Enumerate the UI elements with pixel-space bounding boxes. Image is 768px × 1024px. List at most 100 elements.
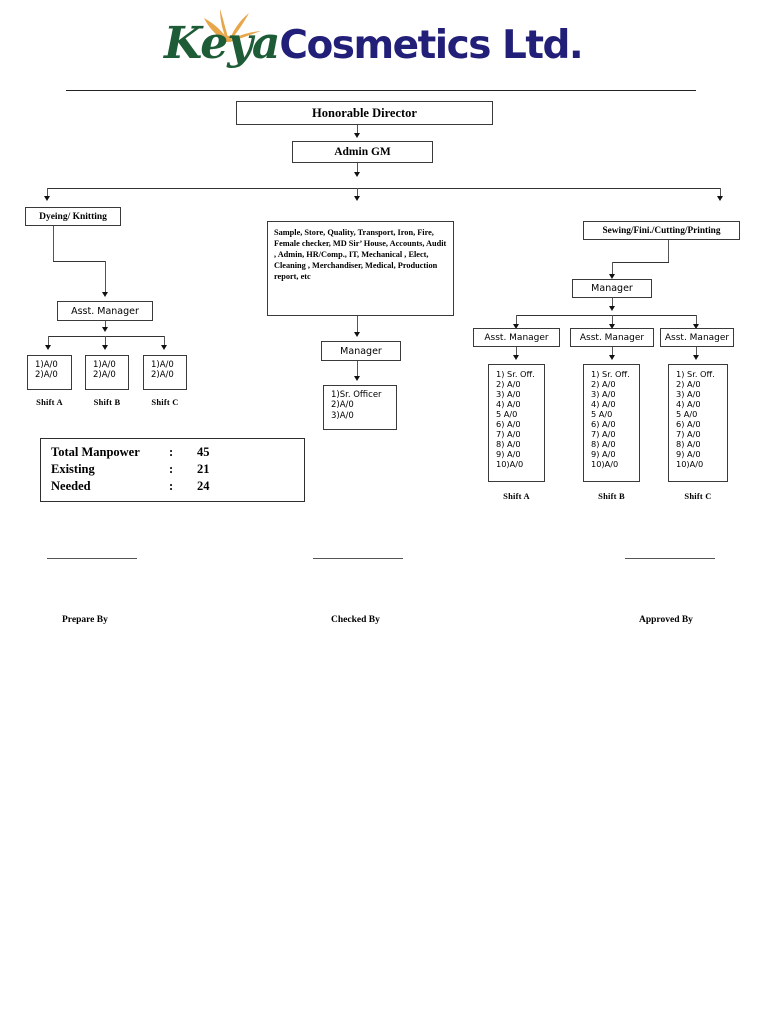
summary-colon: : [169, 462, 174, 476]
shift-row: 9) A/0 [676, 449, 701, 459]
node-left-asst-manager: Asst. Manager [57, 301, 153, 321]
arrow-left-shiftA [45, 345, 51, 350]
node-left-shift-a: 1)A/0 2)A/0 [27, 355, 72, 390]
shift-row: 10)A/0 [496, 459, 524, 469]
shift-row: 4) A/0 [496, 399, 521, 409]
shift-row: 1)A/0 [151, 360, 174, 370]
header-divider [66, 90, 696, 91]
summary-colon: : [169, 479, 174, 493]
table-row: Existing : 21 [51, 462, 210, 479]
connector-right-asst2-drop [612, 315, 613, 325]
connector-bus-right-drop [720, 188, 721, 197]
shift-row: 2)A/0 [35, 370, 58, 381]
label-right-shift-c: Shift C [684, 491, 712, 501]
manpower-summary-table: Total Manpower : 45 Existing : 21 Needed… [51, 445, 210, 496]
connector-left-shiftA-drop [48, 336, 49, 346]
logo-cosmetics-text: Cosmetics Ltd. [279, 23, 583, 68]
node-center-manager: Manager [321, 341, 401, 361]
summary-value-total-manpower: 45 [197, 445, 210, 459]
connector-dyeing-down [53, 226, 54, 261]
connector-center-manager-down [357, 361, 358, 378]
shift-row: 5 A/0 [676, 409, 698, 419]
connector-departments-to-manager [357, 316, 358, 334]
shift-row: 7) A/0 [496, 429, 521, 439]
arrow-gm-down [354, 172, 360, 177]
node-admin-gm: Admin GM [292, 141, 433, 163]
node-right-manager: Manager [572, 279, 652, 298]
node-right-asst-manager-2: Asst. Manager [570, 328, 654, 347]
arrow-right-shiftA [513, 355, 519, 360]
staff-row: 1)Sr. Officer [331, 390, 382, 400]
arrow-director-to-gm [354, 133, 360, 138]
arrow-bus-right [717, 196, 723, 201]
arrow-left-shiftB [102, 345, 108, 350]
connector-left-shiftC-drop [164, 336, 165, 346]
logo-wordmark: KeyaCosmetics Ltd. [164, 22, 584, 68]
connector-right-asst2-to-shift [612, 347, 613, 356]
connector-sewing-elbow [612, 262, 669, 263]
shift-row: 1) Sr. Off. [591, 369, 630, 379]
label-right-shift-b: Shift B [598, 491, 625, 501]
shift-row: 8) A/0 [676, 439, 701, 449]
connector-left-shift-bus [48, 336, 165, 337]
wheat-flourish-icon [204, 9, 261, 42]
shift-row: 8) A/0 [496, 439, 521, 449]
node-left-shift-c: 1)A/0 2)A/0 [143, 355, 187, 390]
summary-value-needed: 24 [197, 479, 210, 493]
arrow-dyeing-to-asst [102, 292, 108, 297]
shift-row: 1) Sr. Off. [496, 369, 535, 379]
signature-line-prepare-by [47, 558, 137, 559]
shift-row: 10)A/0 [591, 459, 619, 469]
summary-value-existing: 21 [197, 462, 210, 476]
connector-left-asst-down [105, 321, 106, 329]
shift-row: 4) A/0 [591, 399, 616, 409]
connector-director-to-gm [357, 125, 358, 135]
connector-bus-left-drop [47, 188, 48, 197]
node-honorable-director: Honorable Director [236, 101, 493, 125]
connector-dyeing-elbow [53, 261, 105, 262]
arrow-right-asst3 [693, 324, 699, 329]
shift-row: 6) A/0 [496, 419, 521, 429]
arrow-right-asst1 [513, 324, 519, 329]
shift-row: 9) A/0 [496, 449, 521, 459]
label-left-shift-a: Shift A [36, 397, 63, 407]
connector-main-bus [47, 188, 721, 189]
signature-caption-prepare-by: Prepare By [62, 615, 108, 625]
node-center-staff: 1)Sr. Officer 2)A/0 3)A/0 [323, 385, 397, 430]
arrow-right-manager-down [609, 306, 615, 311]
connector-gm-down [357, 163, 358, 174]
connector-sewing-down [668, 240, 669, 262]
node-right-shift-b: 1) Sr. Off. 2) A/0 3) A/0 4) A/0 5 A/0 6… [583, 364, 640, 482]
shift-row: 8) A/0 [591, 439, 616, 449]
connector-dyeing-to-asst [105, 261, 106, 294]
shift-row: 1) Sr. Off. [676, 369, 715, 379]
node-departments-list: Sample, Store, Quality, Transport, Iron,… [267, 221, 454, 316]
connector-left-shiftB-drop [105, 336, 106, 346]
shift-row: 2) A/0 [676, 379, 701, 389]
connector-sewing-to-manager [612, 262, 613, 276]
node-sewing-finishing-cutting-printing: Sewing/Fini./Cutting/Printing [583, 221, 740, 240]
shift-row: 10)A/0 [676, 459, 704, 469]
arrow-left-asst-down [102, 327, 108, 332]
shift-row: 1)A/0 [93, 360, 116, 370]
shift-row: 2) A/0 [496, 379, 521, 389]
node-right-shift-a: 1) Sr. Off. 2) A/0 3) A/0 4) A/0 5 A/0 6… [488, 364, 545, 482]
connector-right-asst1-drop [516, 315, 517, 325]
company-logo: KeyaCosmetics Ltd. [150, 8, 600, 86]
connector-right-asst1-to-shift [516, 347, 517, 356]
shift-row: 2)A/0 [93, 370, 116, 381]
shift-row: 9) A/0 [591, 449, 616, 459]
shift-row: 2) A/0 [591, 379, 616, 389]
shift-row: 3) A/0 [496, 389, 521, 399]
arrow-left-shiftC [161, 345, 167, 350]
shift-row: 7) A/0 [591, 429, 616, 439]
table-row: Total Manpower : 45 [51, 445, 210, 462]
label-left-shift-c: Shift C [151, 397, 179, 407]
signature-line-checked-by [313, 558, 403, 559]
arrow-bus-left [44, 196, 50, 201]
shift-row: 5 A/0 [591, 409, 613, 419]
logo-keya-text: Keya [164, 18, 280, 69]
summary-colon: : [169, 445, 174, 459]
shift-row: 6) A/0 [591, 419, 616, 429]
